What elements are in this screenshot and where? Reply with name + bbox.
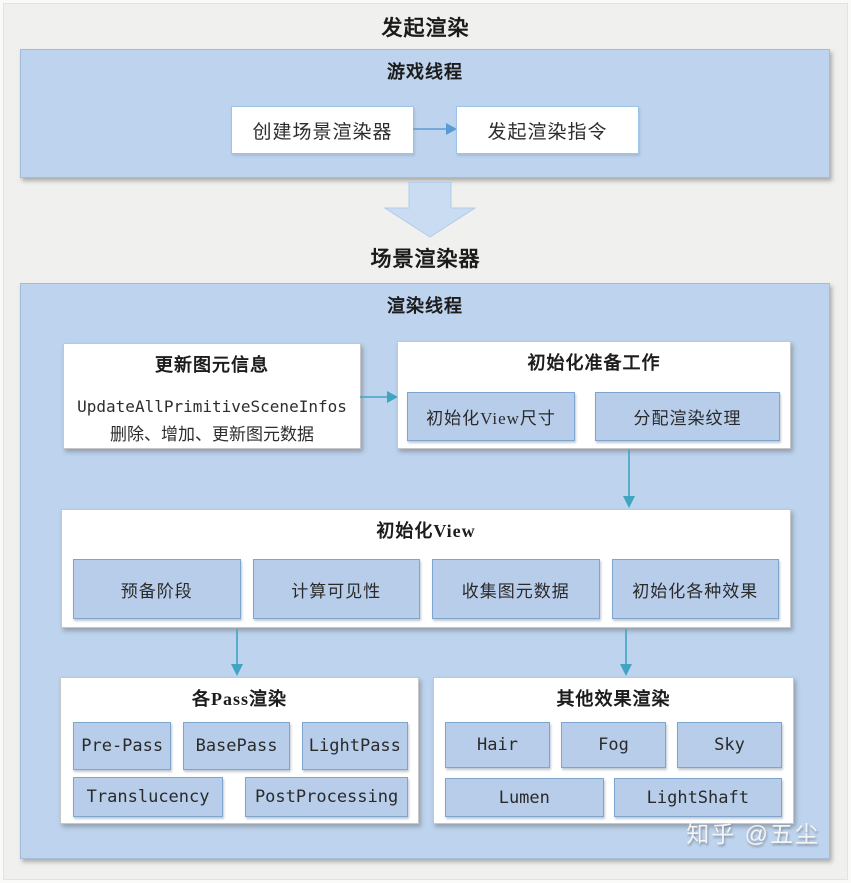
step-light-pass-label: LightPass [308, 736, 401, 756]
step-lumen: Lumen [445, 778, 604, 817]
other-effects-box: 其他效果渲染 Hair Fog Sky Lumen LightShaft [433, 677, 794, 824]
arrow-right-icon [413, 123, 457, 135]
page-title-scene-renderer: 场景渲染器 [370, 247, 481, 271]
update-primitives-title: 更新图元信息 [155, 355, 269, 375]
block-arrow-down-icon [384, 182, 476, 238]
step-lumen-label: Lumen [498, 787, 550, 808]
step-light-shaft: LightShaft [613, 778, 782, 817]
step-compute-visibility: 计算可见性 [252, 559, 420, 619]
page-title-initiate-render: 发起渲染 [381, 16, 470, 40]
step-base-pass: BasePass [183, 722, 290, 770]
step-post-processing: PostProcessing [245, 777, 408, 817]
zhihu-watermark: 知乎 @五尘 [686, 821, 820, 847]
step-init-view-size-label: 初始化View尺寸 [426, 409, 556, 428]
step-init-view-size: 初始化View尺寸 [407, 392, 575, 441]
step-translucency-label: Translucency [86, 787, 210, 807]
step-collect-primitive-data: 收集图元数据 [432, 559, 600, 619]
update-primitives-function: UpdateAllPrimitiveSceneInfos [77, 397, 347, 416]
pass-render-box: 各Pass渲染 Pre-Pass BasePass LightPass Tran… [60, 677, 419, 824]
node-initiate-render-command: 发起渲染指令 [456, 106, 639, 154]
step-light-pass: LightPass [301, 722, 408, 770]
game-thread-label: 游戏线程 [387, 62, 463, 82]
init-view-title: 初始化View [376, 521, 476, 541]
step-hair: Hair [445, 722, 550, 768]
step-translucency: Translucency [73, 777, 224, 817]
step-collect-primitive-data-label: 收集图元数据 [461, 581, 570, 601]
update-primitives-box: 更新图元信息 UpdateAllPrimitiveSceneInfos 删除、增… [63, 343, 361, 449]
init-prep-title: 初始化准备工作 [527, 353, 661, 373]
step-pre-pass: Pre-Pass [73, 722, 172, 770]
step-fog: Fog [561, 722, 666, 768]
step-sky: Sky [677, 722, 782, 768]
render-thread-container: 渲染线程 更新图元信息 UpdateAllPrimitiveSceneInfos… [20, 283, 830, 859]
step-pre-pass-label: Pre-Pass [81, 736, 164, 756]
step-fog-label: Fog [598, 735, 629, 755]
node-create-scene-renderer-label: 创建场景渲染器 [252, 121, 393, 143]
game-thread-container: 游戏线程 创建场景渲染器 发起渲染指令 [20, 49, 830, 178]
step-base-pass-label: BasePass [195, 736, 278, 756]
step-init-effects-label: 初始化各种效果 [632, 581, 759, 601]
arrow-down-icon [623, 449, 635, 508]
pass-render-title: 各Pass渲染 [191, 689, 287, 709]
step-compute-visibility-label: 计算可见性 [291, 581, 382, 601]
init-view-box: 初始化View 预备阶段 计算可见性 收集图元数据 初始化各种效果 [61, 509, 791, 628]
node-create-scene-renderer: 创建场景渲染器 [231, 106, 414, 154]
arrow-right-icon [360, 391, 398, 403]
step-alloc-render-textures-label: 分配渲染纹理 [633, 409, 742, 428]
update-primitives-desc: 删除、增加、更新图元数据 [110, 425, 314, 444]
other-effects-title: 其他效果渲染 [556, 689, 671, 709]
render-thread-label: 渲染线程 [387, 296, 463, 316]
arrow-down-icon [231, 629, 243, 676]
step-prepare-phase-label: 预备阶段 [120, 581, 193, 601]
step-light-shaft-label: LightShaft [646, 787, 749, 808]
step-init-effects: 初始化各种效果 [611, 559, 779, 619]
step-prepare-phase: 预备阶段 [73, 559, 241, 619]
step-alloc-render-textures: 分配渲染纹理 [595, 392, 780, 441]
init-prep-box: 初始化准备工作 初始化View尺寸 分配渲染纹理 [397, 341, 791, 449]
arrow-down-icon [620, 629, 632, 676]
node-initiate-render-command-label: 发起渲染指令 [487, 121, 608, 143]
step-sky-label: Sky [714, 735, 745, 755]
step-hair-label: Hair [477, 735, 518, 755]
step-post-processing-label: PostProcessing [254, 787, 399, 807]
